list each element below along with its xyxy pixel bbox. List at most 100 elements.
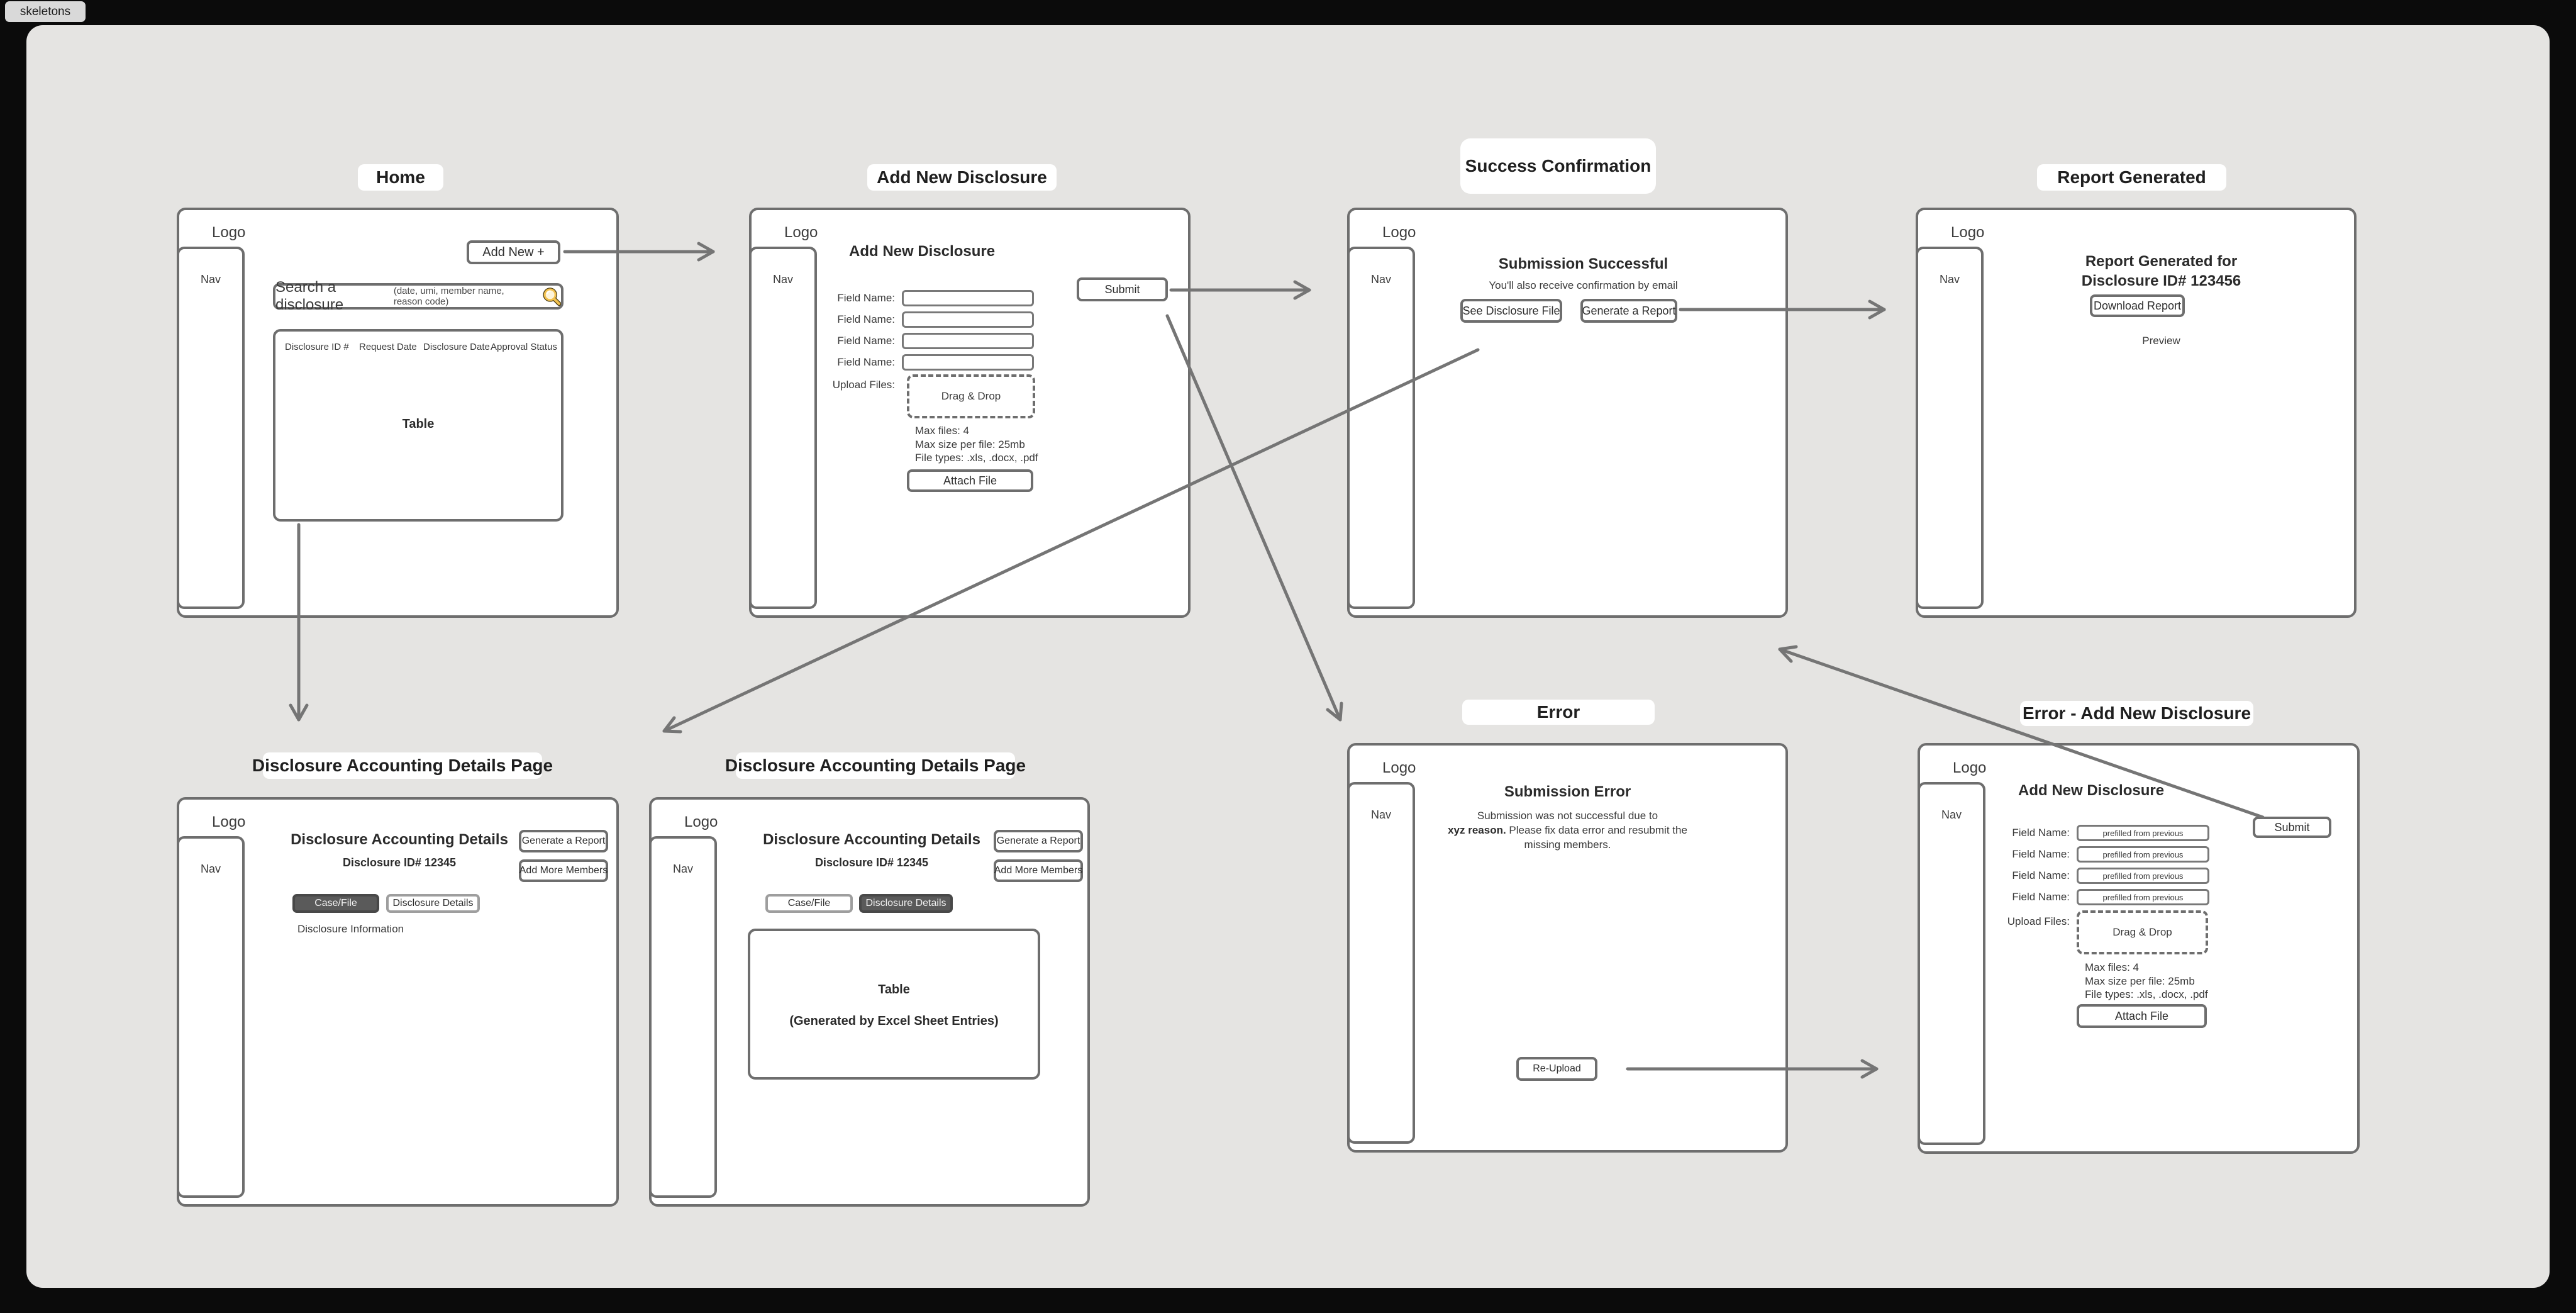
drag-drop-zone[interactable]: Drag & Drop [2077,910,2208,954]
flow-title-details-case: Disclosure Accounting Details Page [252,752,553,779]
details-heading: Disclosure Accounting Details [291,831,508,848]
generated-table: Table (Generated by Excel Sheet Entries) [748,929,1040,1080]
field-input-2[interactable]: prefilled from previous [2077,846,2209,863]
table-placeholder-label: Table [402,417,435,431]
upload-files-label: Upload Files: [2007,915,2070,927]
nav-label: Nav [1370,273,1391,286]
screen-add-new-disclosure: Logo Nav Add New Disclosure Submit Field… [749,208,1191,618]
attach-file-button[interactable]: Attach File [907,469,1033,492]
nav-sidebar[interactable]: Nav [1347,247,1415,609]
tab-disclosure-details[interactable]: Disclosure Details [386,894,480,913]
generate-report-button[interactable]: Generate a Report [519,830,608,852]
field-label: Field Name: [2012,891,2070,903]
logo: Logo [684,813,718,830]
field-input-4[interactable]: prefilled from previous [2077,889,2209,905]
nav-label: Nav [672,863,693,875]
nav-label: Nav [1941,808,1962,821]
field-label: Field Name: [2012,869,2070,881]
nav-label: Nav [200,273,221,286]
report-heading-line1: Report Generated for [2085,253,2238,270]
field-label: Field Name: [837,313,895,325]
page-tab-skeletons[interactable]: skeletons [5,1,86,22]
flow-title-success: Success Confirmation [1460,138,1656,194]
add-more-members-button[interactable]: Add More Members [994,859,1083,882]
add-more-members-button[interactable]: Add More Members [519,859,608,882]
flow-title-add-new: Add New Disclosure [867,164,1057,191]
field-input-3[interactable] [902,333,1034,349]
report-heading-line2: Disclosure ID# 123456 [2081,272,2241,289]
details-heading: Disclosure Accounting Details [763,831,980,848]
flow-title-report: Report Generated [2037,164,2226,191]
field-input-1[interactable]: prefilled from previous [2077,825,2209,841]
upload-notes: Max files: 4 Max size per file: 25mb Fil… [2085,961,2208,1000]
field-label: Field Name: [2012,848,2070,860]
screen-error: Logo Nav Submission Error Submission was… [1347,743,1788,1153]
disclosure-information-label: Disclosure Information [297,923,404,935]
page-heading: Add New Disclosure [2018,782,2165,799]
column-header: Disclosure Date [423,342,490,352]
flow-title-home: Home [358,164,443,191]
error-heading: Submission Error [1504,783,1631,800]
generate-report-button[interactable]: Generate a Report [1580,299,1677,323]
search-text: Search a disclosure [275,279,344,313]
add-new-button[interactable]: Add New + [467,240,560,264]
upload-files-label: Upload Files: [832,379,895,391]
screen-details-case-file: Logo Nav Disclosure Accounting Details D… [177,797,619,1207]
table-placeholder-label: Table [878,983,910,997]
success-heading: Submission Successful [1498,255,1668,272]
disclosures-table: Disclosure ID # Request Date Disclosure … [273,329,564,522]
logo: Logo [1382,224,1416,241]
attach-file-button[interactable]: Attach File [2077,1004,2207,1028]
screen-details-table: Logo Nav Disclosure Accounting Details D… [649,797,1090,1207]
nav-label: Nav [772,273,793,286]
nav-sidebar[interactable]: Nav [649,836,717,1198]
search-input[interactable]: Search a disclosure (date, umi, member n… [273,279,564,313]
screen-error-add-new: Logo Nav Add New Disclosure Submit Field… [1918,743,2360,1154]
nav-sidebar[interactable]: Nav [1916,247,1984,609]
download-report-button[interactable]: Download Report [2090,294,2185,317]
flow-title-details-table: Disclosure Accounting Details Page [725,752,1026,779]
logo: Logo [1953,759,1987,776]
logo: Logo [1951,224,1985,241]
drag-drop-zone[interactable]: Drag & Drop [907,374,1035,418]
nav-label: Nav [200,863,221,875]
flow-title-error-add-new: Error - Add New Disclosure [2020,701,2253,726]
field-input-3[interactable]: prefilled from previous [2077,868,2209,884]
nav-sidebar[interactable]: Nav [177,247,245,609]
re-upload-button[interactable]: Re-Upload [1516,1057,1597,1081]
tab-case-file[interactable]: Case/File [292,894,379,913]
table-note: (Generated by Excel Sheet Entries) [789,1014,999,1028]
field-label: Field Name: [837,292,895,304]
field-input-4[interactable] [902,354,1034,371]
nav-sidebar[interactable]: Nav [1347,782,1415,1144]
submit-button[interactable]: Submit [1077,277,1168,301]
preview-label: Preview [2142,335,2180,347]
error-body: Submission was not successful due to xyz… [1448,810,1687,851]
field-input-1[interactable] [902,290,1034,306]
nav-label: Nav [1939,273,1960,286]
column-header: Request Date [359,342,417,352]
search-icon [543,288,561,306]
nav-sidebar[interactable]: Nav [1918,782,1985,1145]
nav-sidebar[interactable]: Nav [177,836,245,1198]
field-label: Field Name: [2012,827,2070,839]
disclosure-id: Disclosure ID# 12345 [342,856,457,869]
field-input-2[interactable] [902,311,1034,328]
screen-report-generated: Logo Nav Report Generated for Disclosure… [1916,208,2357,618]
screen-success-confirmation: Logo Nav Submission Successful You'll al… [1347,208,1788,618]
tab-case-file[interactable]: Case/File [765,894,853,913]
logo: Logo [784,224,818,241]
column-header: Approval Status [491,342,557,352]
disclosure-id: Disclosure ID# 12345 [814,856,929,869]
see-disclosure-file-button[interactable]: See Disclosure File [1460,299,1562,323]
nav-label: Nav [1370,808,1391,821]
page-heading: Add New Disclosure [849,243,996,260]
tab-disclosure-details[interactable]: Disclosure Details [859,894,953,913]
field-label: Field Name: [837,356,895,368]
flow-title-error: Error [1462,700,1655,725]
submit-button[interactable]: Submit [2253,817,2331,838]
generate-report-button[interactable]: Generate a Report [994,830,1083,852]
search-hint: (date, umi, member name, reason code) [393,286,504,307]
logo: Logo [1382,759,1416,776]
success-subtext: You'll also receive confirmation by emai… [1489,279,1678,291]
